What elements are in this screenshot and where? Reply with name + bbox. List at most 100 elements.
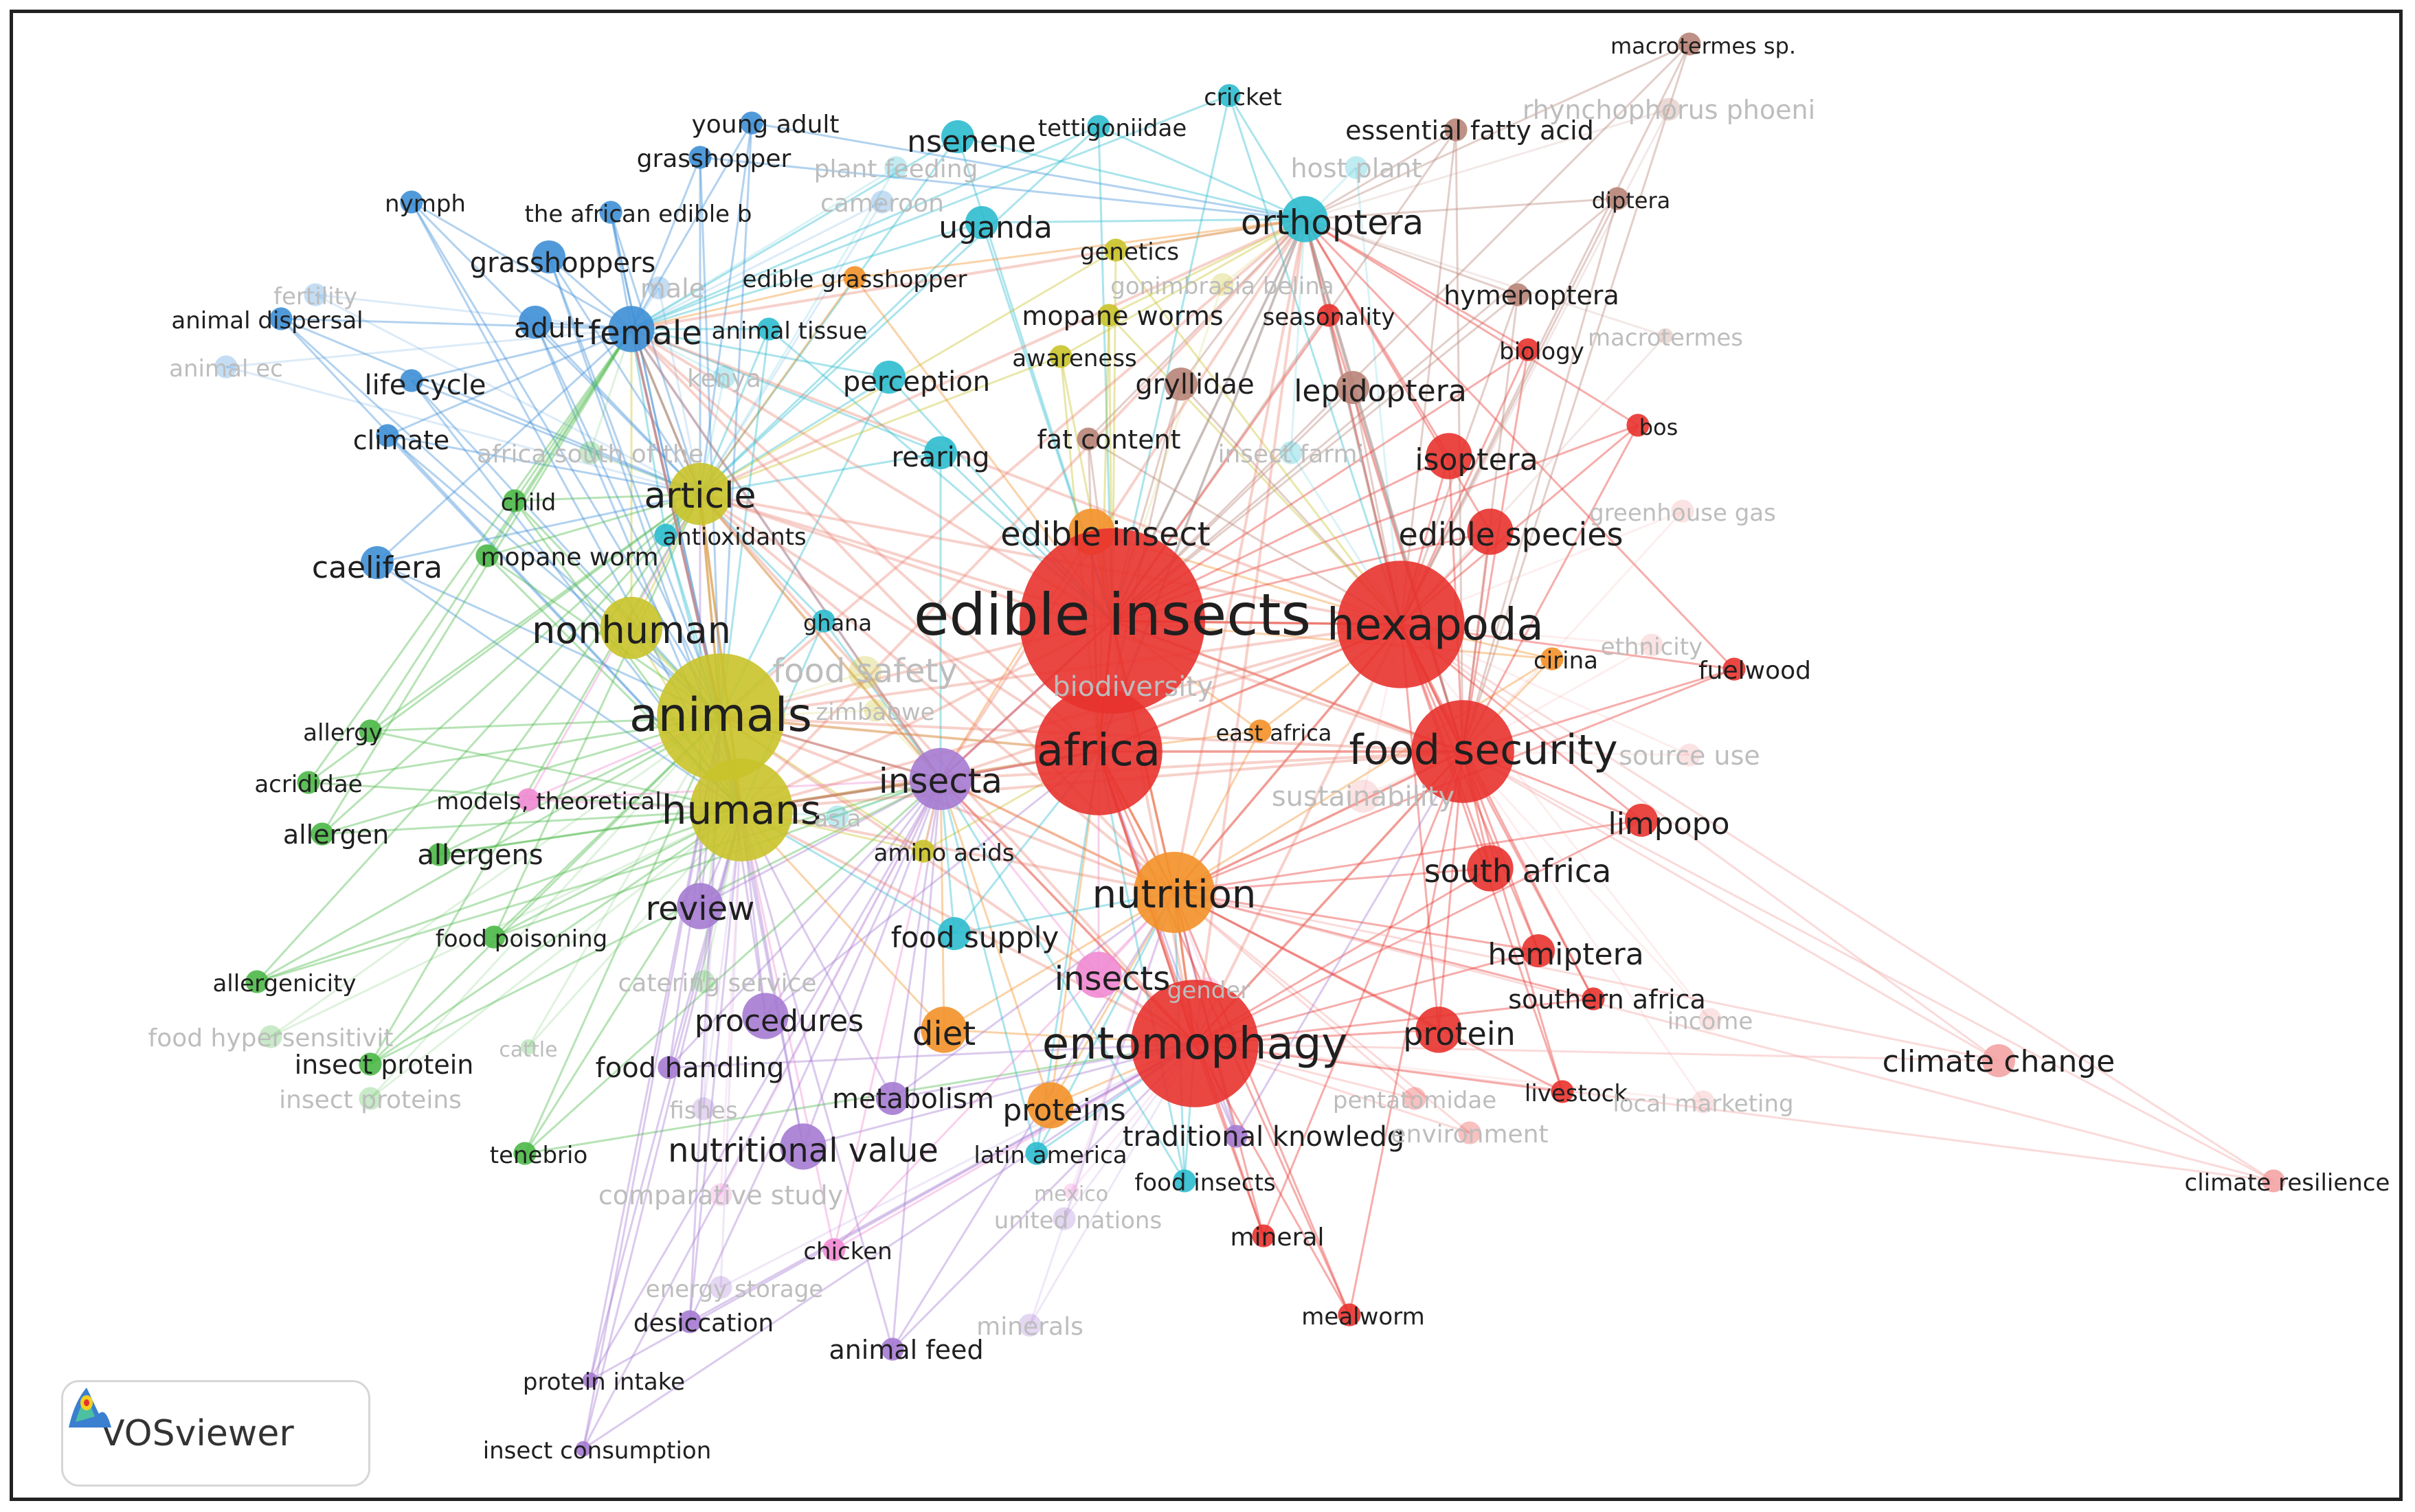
node-label-awareness[interactable]: awareness (1012, 345, 1137, 372)
node-limpopo[interactable] (1624, 803, 1659, 837)
node-tettigoniidae[interactable] (1087, 115, 1110, 138)
node-label-protein[interactable]: protein (1403, 1015, 1516, 1052)
node-orthoptera[interactable] (1281, 196, 1328, 242)
node-chicken[interactable] (822, 1238, 846, 1261)
node-label-comparative-study[interactable]: comparative study (598, 1180, 843, 1210)
node-label-animal-feed[interactable]: animal feed (829, 1335, 983, 1365)
node-edible-insects[interactable] (1020, 528, 1205, 714)
node-label-climate-change[interactable]: climate change (1883, 1044, 2115, 1079)
node-label-uganda[interactable]: uganda (939, 210, 1053, 245)
node-label-article[interactable]: article (644, 475, 756, 517)
node-climate[interactable] (376, 424, 399, 447)
node-label-animal-ecology[interactable]: animal ec (169, 355, 283, 383)
node-rearing[interactable] (923, 436, 958, 470)
node-host-plant[interactable] (1345, 156, 1368, 179)
node-label-nonhuman[interactable]: nonhuman (532, 609, 731, 652)
node-label-gender[interactable]: gender (1167, 977, 1250, 1004)
node-africa-south-of-the-sahara[interactable] (579, 441, 602, 464)
node-cirina[interactable] (1540, 647, 1564, 670)
node-label-edible-species[interactable]: edible species (1399, 516, 1624, 553)
node-label-animal-tissue[interactable]: animal tissue (712, 317, 868, 345)
vosviewer-badge[interactable]: VOSviewer (61, 1380, 370, 1487)
node-nutrition[interactable] (1134, 852, 1215, 933)
node-label-acrididae[interactable]: acrididae (254, 771, 362, 798)
node-label-macrotermes[interactable]: macrotermes (1588, 324, 1743, 352)
node-cattle[interactable] (520, 1039, 537, 1055)
node-label-livestock[interactable]: livestock (1525, 1080, 1628, 1107)
node-label-africa[interactable]: africa (1037, 725, 1160, 776)
node-label-female[interactable]: female (588, 314, 701, 352)
node-label-grasshopper[interactable]: grasshopper (637, 145, 791, 173)
node-label-amino-acids[interactable]: amino acids (874, 839, 1015, 867)
node-label-allergenicity[interactable]: allergenicity (212, 970, 356, 997)
node-label-zimbabwe[interactable]: zimbabwe (816, 699, 934, 726)
node-label-seasonality[interactable]: seasonality (1263, 304, 1395, 331)
node-label-south-africa[interactable]: south africa (1424, 853, 1612, 890)
node-climate-resilience[interactable] (2262, 1169, 2285, 1193)
node-label-insect-consumption[interactable]: insect consumption (483, 1437, 712, 1465)
node-label-child[interactable]: child (501, 489, 557, 517)
node-label-insect-proteins[interactable]: insect proteins (279, 1086, 462, 1114)
node-label-antioxidants[interactable]: antioxidants (662, 523, 807, 551)
node-label-tenebrio[interactable]: tenebrio (490, 1142, 588, 1169)
node-food-hypersensitivity[interactable] (259, 1025, 282, 1048)
node-label-fuelwood[interactable]: fuelwood (1698, 657, 1811, 685)
node-protein-intake[interactable] (582, 1372, 598, 1388)
node-label-mopane-worms[interactable]: mopane worms (1022, 301, 1223, 331)
node-awareness[interactable] (1049, 345, 1072, 368)
node-label-income[interactable]: income (1667, 1008, 1753, 1035)
node-africa[interactable] (1035, 688, 1162, 815)
node-label-proteins[interactable]: proteins (1002, 1093, 1125, 1128)
node-label-nymph[interactable]: nymph (385, 190, 466, 218)
node-label-east-africa[interactable]: east africa (1216, 720, 1332, 746)
node-label-tettigoniidae[interactable]: tettigoniidae (1038, 115, 1187, 142)
node-gonimbrasia-belina[interactable] (1211, 273, 1234, 296)
node-insect-protein[interactable] (359, 1052, 382, 1076)
node-nymph[interactable] (400, 190, 423, 214)
node-label-food-hypersensitivity[interactable]: food hypersensitivit (148, 1024, 394, 1052)
node-label-source-use[interactable]: source use (1619, 741, 1760, 771)
node-food-handling[interactable] (658, 1056, 681, 1079)
node-label-caelifera[interactable]: caelifera (312, 550, 442, 585)
node-label-edible-insect[interactable]: edible insect (1000, 515, 1210, 554)
node-allergens[interactable] (427, 843, 451, 866)
node-entomophagy[interactable] (1131, 980, 1259, 1107)
node-animal-tissue[interactable] (757, 317, 780, 341)
node-catering-service[interactable] (692, 970, 715, 993)
node-label-food-security[interactable]: food security (1349, 726, 1617, 774)
node-mopane-worm[interactable] (475, 544, 499, 567)
node-fertility[interactable] (304, 283, 327, 306)
node-label-models-theoretical[interactable]: models, theoretical (436, 788, 662, 815)
node-female[interactable] (608, 306, 655, 352)
node-label-life-cycle[interactable]: life cycle (364, 370, 486, 401)
node-animal-ecology[interactable] (214, 355, 238, 379)
node-lepidoptera[interactable] (1336, 370, 1370, 405)
node-procedures[interactable] (742, 993, 789, 1039)
node-label-diet[interactable]: diet (912, 1015, 976, 1053)
node-minerals[interactable] (1018, 1313, 1042, 1337)
node-label-insect-protein[interactable]: insect protein (295, 1050, 474, 1080)
node-animal-dispersal[interactable] (269, 307, 293, 330)
node-label-insecta[interactable]: insecta (879, 761, 1002, 801)
node-label-food-supply[interactable]: food supply (891, 921, 1059, 954)
node-label-rearing[interactable]: rearing (892, 442, 990, 473)
node-latin-america[interactable] (1025, 1142, 1048, 1165)
node-insect-farming[interactable] (1279, 441, 1303, 464)
node-animals[interactable] (657, 653, 785, 781)
node-genetics[interactable] (1104, 238, 1127, 262)
node-label-young-adult[interactable]: young adult (691, 111, 839, 139)
node-label-grasshoppers[interactable]: grasshoppers (470, 247, 656, 279)
node-child[interactable] (503, 489, 526, 512)
node-label-biodiversity[interactable]: biodiversity (1053, 671, 1213, 703)
node-southern-africa[interactable] (1582, 987, 1605, 1011)
node-bos[interactable] (1626, 414, 1650, 437)
node-diet[interactable] (921, 1006, 967, 1053)
node-seasonality[interactable] (1317, 304, 1340, 327)
node-label-essential-fatty-acid[interactable]: essential fatty acid (1345, 115, 1594, 146)
node-edible-grasshopper[interactable] (843, 266, 866, 289)
node-mopane-worms[interactable] (1097, 304, 1121, 327)
node-label-nutritional-value[interactable]: nutritional value (668, 1131, 939, 1170)
node-essential-fatty-acid[interactable] (1444, 118, 1468, 142)
node-label-insect-farming[interactable]: insect farmi (1217, 440, 1364, 469)
